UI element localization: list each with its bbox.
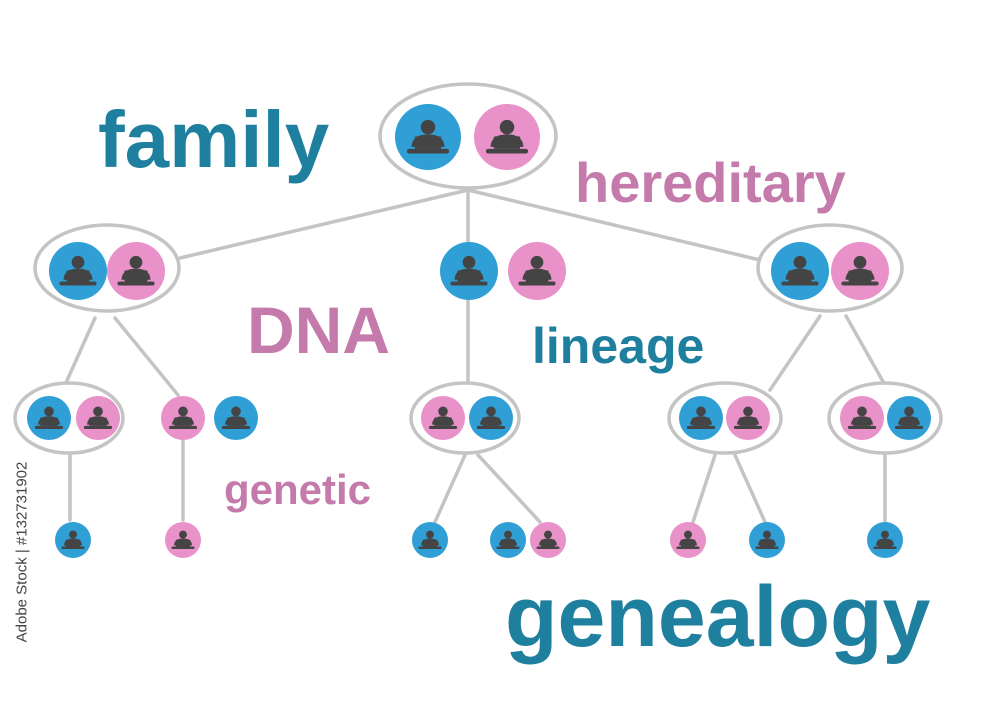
word-family: family	[98, 95, 330, 184]
connector-line	[113, 316, 180, 397]
person-at-laptop-icon	[107, 242, 165, 300]
connector-lines	[63, 188, 887, 524]
connector-line	[733, 453, 767, 524]
person-at-laptop-icon	[469, 396, 513, 440]
person-at-laptop-icon	[161, 396, 205, 440]
word-genealogy: genealogy	[505, 569, 931, 665]
person-at-laptop-icon	[887, 396, 931, 440]
person-at-laptop-icon	[508, 242, 566, 300]
person-at-laptop-icon	[412, 522, 448, 558]
person-at-laptop-icon	[440, 242, 498, 300]
person-at-laptop-icon	[49, 242, 107, 300]
person-at-laptop-icon	[840, 396, 884, 440]
stock-id-text: Adobe Stock | #132731902	[13, 461, 31, 643]
connector-line	[178, 188, 470, 260]
word-genetic: genetic	[224, 466, 372, 513]
person-at-laptop-icon	[27, 396, 71, 440]
person-at-laptop-icon	[165, 522, 201, 558]
word-hereditary: hereditary	[575, 151, 846, 214]
person-at-laptop-icon	[530, 522, 566, 558]
person-at-laptop-icon	[670, 522, 706, 558]
person-at-laptop-icon	[867, 522, 903, 558]
connector-line	[433, 453, 467, 524]
person-at-laptop-icon	[831, 242, 889, 300]
stock-id-label: Adobe Stock | #132731902	[12, 462, 32, 643]
connector-line	[844, 314, 887, 387]
person-at-laptop-icon	[771, 242, 829, 300]
person-at-laptop-icon	[490, 522, 526, 558]
person-at-laptop-icon	[474, 104, 540, 170]
word-lineage: lineage	[532, 318, 705, 374]
person-at-laptop-icon	[214, 396, 258, 440]
connector-line	[476, 453, 542, 524]
connector-line	[63, 316, 97, 387]
word-dna: DNA	[247, 293, 390, 367]
person-at-laptop-icon	[679, 396, 723, 440]
person-at-laptop-icon	[55, 522, 91, 558]
person-at-laptop-icon	[749, 522, 785, 558]
tree-nodes	[13, 82, 943, 558]
person-at-laptop-icon	[421, 396, 465, 440]
person-at-laptop-icon	[395, 104, 461, 170]
person-at-laptop-icon	[726, 396, 770, 440]
connector-line	[466, 188, 762, 262]
connector-line	[691, 453, 717, 524]
connector-line	[768, 314, 822, 392]
person-at-laptop-icon	[76, 396, 120, 440]
